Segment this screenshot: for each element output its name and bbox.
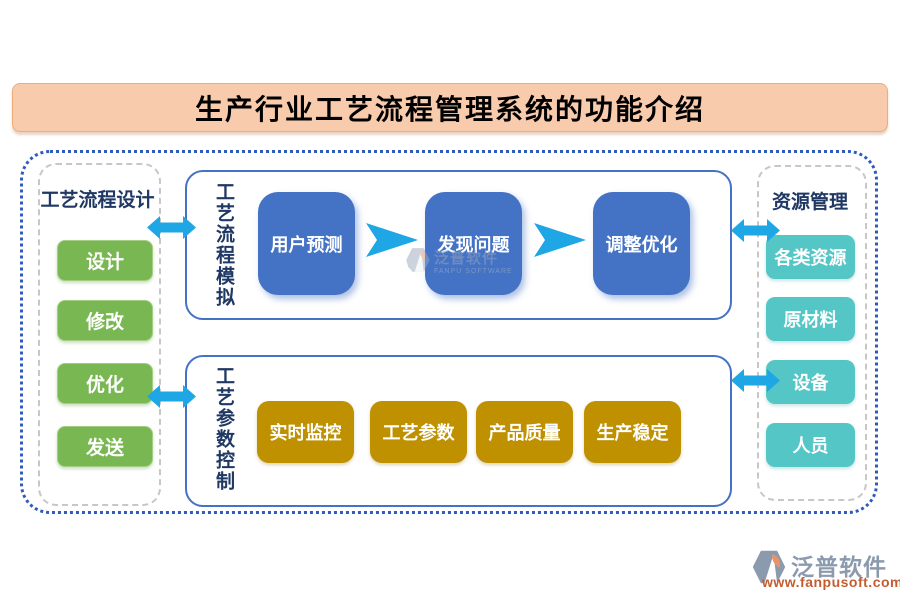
equipment-button: 设备 — [766, 360, 855, 404]
send-button: 发送 — [57, 426, 153, 467]
double-arrow-icon — [147, 216, 196, 239]
product-quality-button: 产品质量 — [476, 401, 573, 463]
adjust-optimize-step: 调整优化 — [593, 192, 690, 295]
main-diagram-frame — [20, 150, 878, 514]
fanpu-logo-icon — [752, 550, 786, 584]
design-button: 设计 — [57, 240, 153, 281]
footer-url: www.fanpusoft.com — [762, 574, 900, 590]
footer-brand-text: 泛普软件 — [791, 554, 887, 580]
flow-arrow-icon — [366, 223, 418, 257]
user-forecast-step: 用户预测 — [258, 192, 355, 295]
process-parameter-button: 工艺参数 — [370, 401, 467, 463]
double-arrow-icon — [731, 219, 780, 242]
modify-button: 修改 — [57, 300, 153, 341]
find-problem-step: 发现问题 — [425, 192, 522, 295]
page-title: 生产行业工艺流程管理系统的功能介绍 — [12, 83, 888, 132]
double-arrow-icon — [147, 385, 196, 408]
resources-button: 各类资源 — [766, 235, 855, 279]
optimize-button: 优化 — [57, 363, 153, 404]
personnel-button: 人员 — [766, 423, 855, 467]
realtime-monitor-button: 实时监控 — [257, 401, 354, 463]
resource-management-header: 资源管理 — [771, 192, 848, 213]
double-arrow-icon — [731, 369, 780, 392]
footer-logo: 泛普软件 www.fanpusoft.com — [751, 548, 900, 593]
parameter-control-label: 工艺参数控制 — [213, 366, 234, 492]
raw-material-button: 原材料 — [766, 297, 855, 341]
process-simulation-label: 工艺流程模拟 — [213, 182, 234, 308]
process-design-header: 工艺流程设计 — [40, 190, 155, 211]
flow-arrow-icon — [534, 223, 586, 257]
production-stability-button: 生产稳定 — [584, 401, 681, 463]
